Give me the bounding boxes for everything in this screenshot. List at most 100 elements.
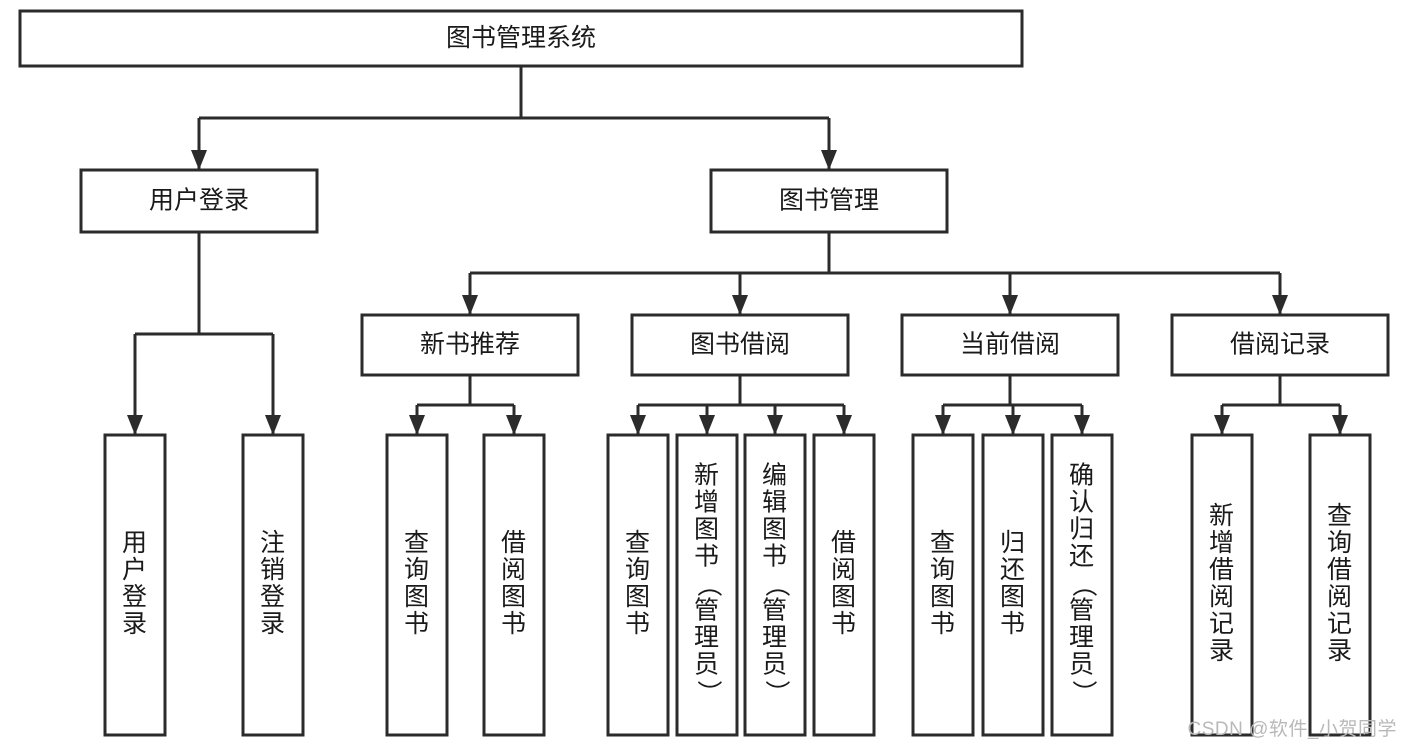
arrow-head-icon <box>767 415 783 435</box>
arrow-head-icon <box>1002 295 1018 315</box>
svg-text:书: 书 <box>930 610 956 638</box>
node-box <box>1170 313 1390 377</box>
node-label: 用户登录 <box>149 187 249 215</box>
arrow-head-icon <box>836 415 852 435</box>
node-box <box>675 433 739 737</box>
svg-text:阅: 阅 <box>1209 583 1235 611</box>
node-box <box>630 313 850 377</box>
arrow-head-icon <box>191 150 207 170</box>
svg-text:录: 录 <box>1327 637 1353 665</box>
svg-text:录: 录 <box>122 610 148 638</box>
svg-text:）: ） <box>694 680 722 706</box>
svg-text:图: 图 <box>930 583 956 611</box>
svg-text:增: 增 <box>694 489 720 517</box>
connector-borrow-record-to-leaves <box>1214 375 1348 435</box>
svg-text:管: 管 <box>762 597 788 625</box>
node-box <box>900 313 1120 377</box>
node-box <box>812 433 876 737</box>
svg-text:查: 查 <box>1327 502 1353 530</box>
svg-text:阅: 阅 <box>1327 583 1353 611</box>
node-label: 当前借阅 <box>960 331 1060 359</box>
svg-text:图: 图 <box>762 516 788 544</box>
node-leaf-user-login[interactable]: 用户登录 <box>103 433 167 737</box>
node-user-login[interactable]: 用户登录 <box>79 168 319 234</box>
svg-text:登: 登 <box>260 583 286 611</box>
arrow-head-icon <box>1332 415 1348 435</box>
node-label: 图书借阅 <box>690 331 790 359</box>
svg-text:借: 借 <box>1327 556 1353 584</box>
node-book-manage[interactable]: 图书管理 <box>709 168 949 234</box>
node-root-title[interactable]: 图书管理系统 <box>18 9 1024 68</box>
svg-text:户: 户 <box>122 556 148 584</box>
svg-text:认: 认 <box>1069 489 1095 517</box>
svg-text:还: 还 <box>1069 543 1095 571</box>
arrow-head-icon <box>699 415 715 435</box>
connector-current-borrow-to-leaves <box>935 375 1090 435</box>
connector-userlogin-to-leaves <box>127 232 281 435</box>
svg-text:新: 新 <box>694 462 720 490</box>
svg-text:书: 书 <box>762 543 788 571</box>
svg-text:书: 书 <box>694 543 720 571</box>
node-new-book-recommend[interactable]: 新书推荐 <box>360 313 580 377</box>
svg-text:增: 增 <box>1209 529 1235 557</box>
node-label: 新书推荐 <box>420 331 520 359</box>
svg-text:（: （ <box>1069 572 1097 598</box>
node-box <box>360 313 580 377</box>
svg-text:登: 登 <box>122 583 148 611</box>
svg-text:编: 编 <box>762 462 788 490</box>
svg-text:图: 图 <box>694 516 720 544</box>
node-box <box>709 168 949 234</box>
svg-text:记: 记 <box>1327 610 1353 638</box>
svg-text:）: ） <box>762 680 790 706</box>
svg-text:借: 借 <box>1209 556 1235 584</box>
arrow-head-icon <box>821 150 837 170</box>
svg-text:询: 询 <box>625 556 651 584</box>
arrow-head-icon <box>462 295 478 315</box>
svg-text:录: 录 <box>1209 637 1235 665</box>
svg-text:理: 理 <box>762 624 788 652</box>
node-current-borrow[interactable]: 当前借阅 <box>900 313 1120 377</box>
svg-text:（: （ <box>694 572 722 598</box>
node-box <box>1050 433 1114 737</box>
svg-text:录: 录 <box>260 610 286 638</box>
svg-text:员: 员 <box>694 651 720 679</box>
svg-text:（: （ <box>762 572 790 598</box>
svg-text:阅: 阅 <box>501 556 527 584</box>
svg-text:图: 图 <box>625 583 651 611</box>
arrow-head-icon <box>935 415 951 435</box>
svg-text:书: 书 <box>1000 610 1026 638</box>
node-book-borrow[interactable]: 图书借阅 <box>630 313 850 377</box>
svg-text:询: 询 <box>930 556 956 584</box>
node-box <box>981 433 1045 737</box>
node-box <box>385 433 449 737</box>
svg-text:图: 图 <box>1000 583 1026 611</box>
svg-text:书: 书 <box>625 610 651 638</box>
svg-text:归: 归 <box>1069 516 1095 544</box>
node-box <box>911 433 975 737</box>
node-borrow-record[interactable]: 借阅记录 <box>1170 313 1390 377</box>
connector-root-to-level2 <box>191 66 837 170</box>
node-label: 图书管理 <box>779 187 879 215</box>
csdn-watermark: CSDN @软件_小贺同学 <box>1187 719 1397 740</box>
